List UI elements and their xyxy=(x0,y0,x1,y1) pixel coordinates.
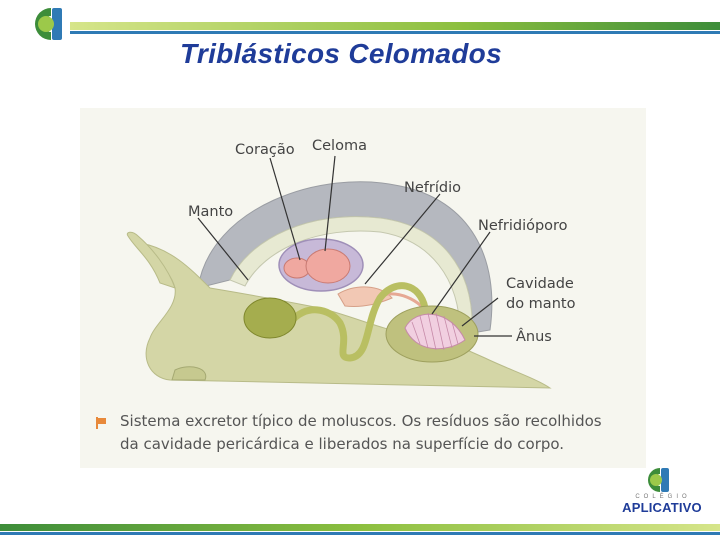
top-blue-line xyxy=(70,31,720,34)
caption-line-2: da cavidade pericárdica e liberados na s… xyxy=(120,435,565,453)
top-header-bar xyxy=(0,0,720,38)
aplicativo-logo-icon xyxy=(26,2,76,44)
mouth-region xyxy=(171,366,207,381)
label-cavidade-line1: Cavidade xyxy=(506,276,574,292)
top-gradient-band xyxy=(70,22,720,30)
leader-lines xyxy=(197,155,512,337)
logo-mark-icon xyxy=(648,468,669,492)
caption-line-1: Sistema excretor típico de moluscos. Os … xyxy=(120,412,602,430)
bottom-blue-line xyxy=(0,532,720,535)
upper-tentacle xyxy=(126,231,176,289)
caption-flag-icon xyxy=(96,416,106,429)
label-nefridioporo: Nefridióporo xyxy=(478,218,568,234)
label-anus: Ânus xyxy=(516,327,552,345)
label-celoma: Celoma xyxy=(312,138,367,154)
snail-excretory-diagram: Coração Celoma Nefrídio Manto Nefridiópo… xyxy=(80,108,646,468)
label-manto: Manto xyxy=(188,204,233,220)
bottom-footer-bar xyxy=(0,520,720,540)
label-cavidade-line2: do manto xyxy=(506,296,576,312)
heart-chamber-right xyxy=(305,248,351,284)
digestive-tract xyxy=(286,282,429,362)
figure-caption: Sistema excretor típico de moluscos. Os … xyxy=(120,410,630,456)
bottom-gradient-band xyxy=(0,524,720,531)
digestive-gland xyxy=(243,297,297,339)
gill-lamellae xyxy=(411,312,459,351)
logo-tagline: COLÉGIO xyxy=(635,494,691,500)
label-nefridio: Nefrídio xyxy=(404,180,461,196)
aplicativo-logo-bottom: COLÉGIO APLICATIVO xyxy=(620,466,704,516)
diagram-canvas: Coração Celoma Nefrídio Manto Nefridiópo… xyxy=(126,138,576,389)
label-coracao: Coração xyxy=(235,142,295,158)
logo-brand-name: APLICATIVO xyxy=(622,500,702,515)
slide-title: Triblásticos Celomados xyxy=(180,38,502,69)
